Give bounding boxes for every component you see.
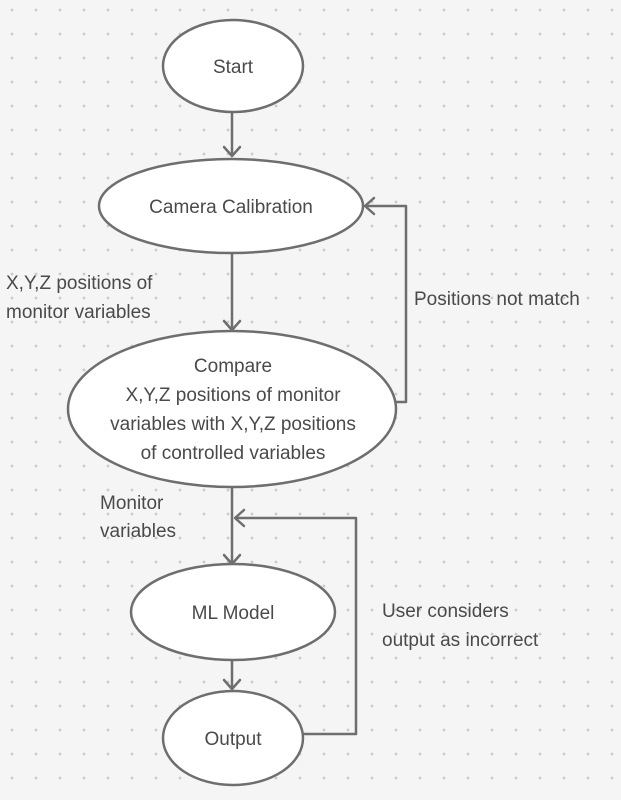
edge-label-monitor-line-2: variables: [100, 521, 176, 542]
arrowhead-calibration: [222, 145, 242, 158]
node-camera-calibration-label: Camera Calibration: [149, 197, 313, 218]
node-compare-line-1: Compare: [194, 356, 272, 377]
arrowhead-loop-feedback: [233, 508, 246, 528]
node-compare-line-2: X,Y,Z positions of monitor: [125, 385, 341, 406]
node-compare: [66, 329, 398, 489]
node-compare-line-3: variables with X,Y,Z positions: [110, 414, 356, 435]
edge-label-xyz-line-1: X,Y,Z positions of: [6, 273, 153, 294]
edge-label-user-line-1: User considers: [382, 601, 509, 622]
node-output: [161, 689, 305, 787]
arrowhead-output: [222, 678, 242, 691]
node-start: [161, 18, 305, 114]
node-compare-line-4: of controlled variables: [141, 443, 326, 464]
node-camera-calibration: [97, 157, 365, 255]
edge-label-positions-not-match: Positions not match: [414, 289, 580, 310]
edge-label-user-line-2: output as incorrect: [382, 630, 539, 651]
edge-loop-user-feedback: [234, 516, 358, 736]
edge-label-monitor-line-1: Monitor: [100, 493, 164, 514]
edge-loop-positions-not-match: [364, 204, 408, 404]
node-start-label: Start: [213, 57, 254, 78]
node-output-label: Output: [204, 729, 262, 750]
node-ml-model-label: ML Model: [192, 603, 275, 624]
node-ml-model: [129, 562, 337, 662]
edge-label-xyz-line-2: monitor variables: [6, 302, 151, 323]
arrowhead-loop-calibration: [363, 196, 376, 216]
